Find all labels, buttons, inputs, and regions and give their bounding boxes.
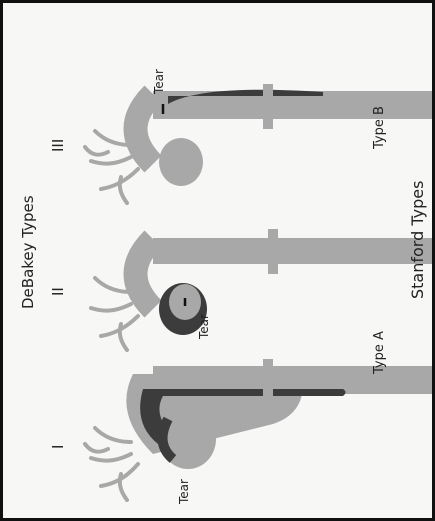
clamp-2 bbox=[268, 229, 278, 274]
debakey-type-2-label: II bbox=[49, 287, 67, 296]
aortic-arch-3 bbox=[136, 94, 154, 164]
branch-vessels-1 bbox=[85, 428, 138, 500]
debakey-heading: DeBakey Types bbox=[19, 195, 37, 309]
debakey-type-3-label: III bbox=[49, 139, 67, 152]
aorta-type-1 bbox=[85, 359, 435, 500]
debakey-type-1-label: I bbox=[49, 445, 67, 449]
stanford-type-a-label: Type A bbox=[372, 331, 387, 375]
tear-label-3: Tear bbox=[152, 69, 166, 95]
stanford-heading: Stanford Types bbox=[408, 181, 427, 299]
clamp-3 bbox=[263, 84, 273, 129]
tear-label-2: Tear bbox=[197, 314, 211, 340]
stanford-type-b-label: Type B bbox=[372, 106, 387, 150]
aortic-arch-2 bbox=[136, 239, 154, 309]
tear-label-1: Tear bbox=[177, 479, 191, 505]
clamp-1 bbox=[263, 359, 273, 404]
ascending-aorta-3 bbox=[159, 138, 203, 186]
descending-aorta-2 bbox=[153, 238, 435, 264]
aortic-dissection-diagram: I II III DeBakey Types Tear Tear Tear Ty… bbox=[3, 3, 435, 521]
